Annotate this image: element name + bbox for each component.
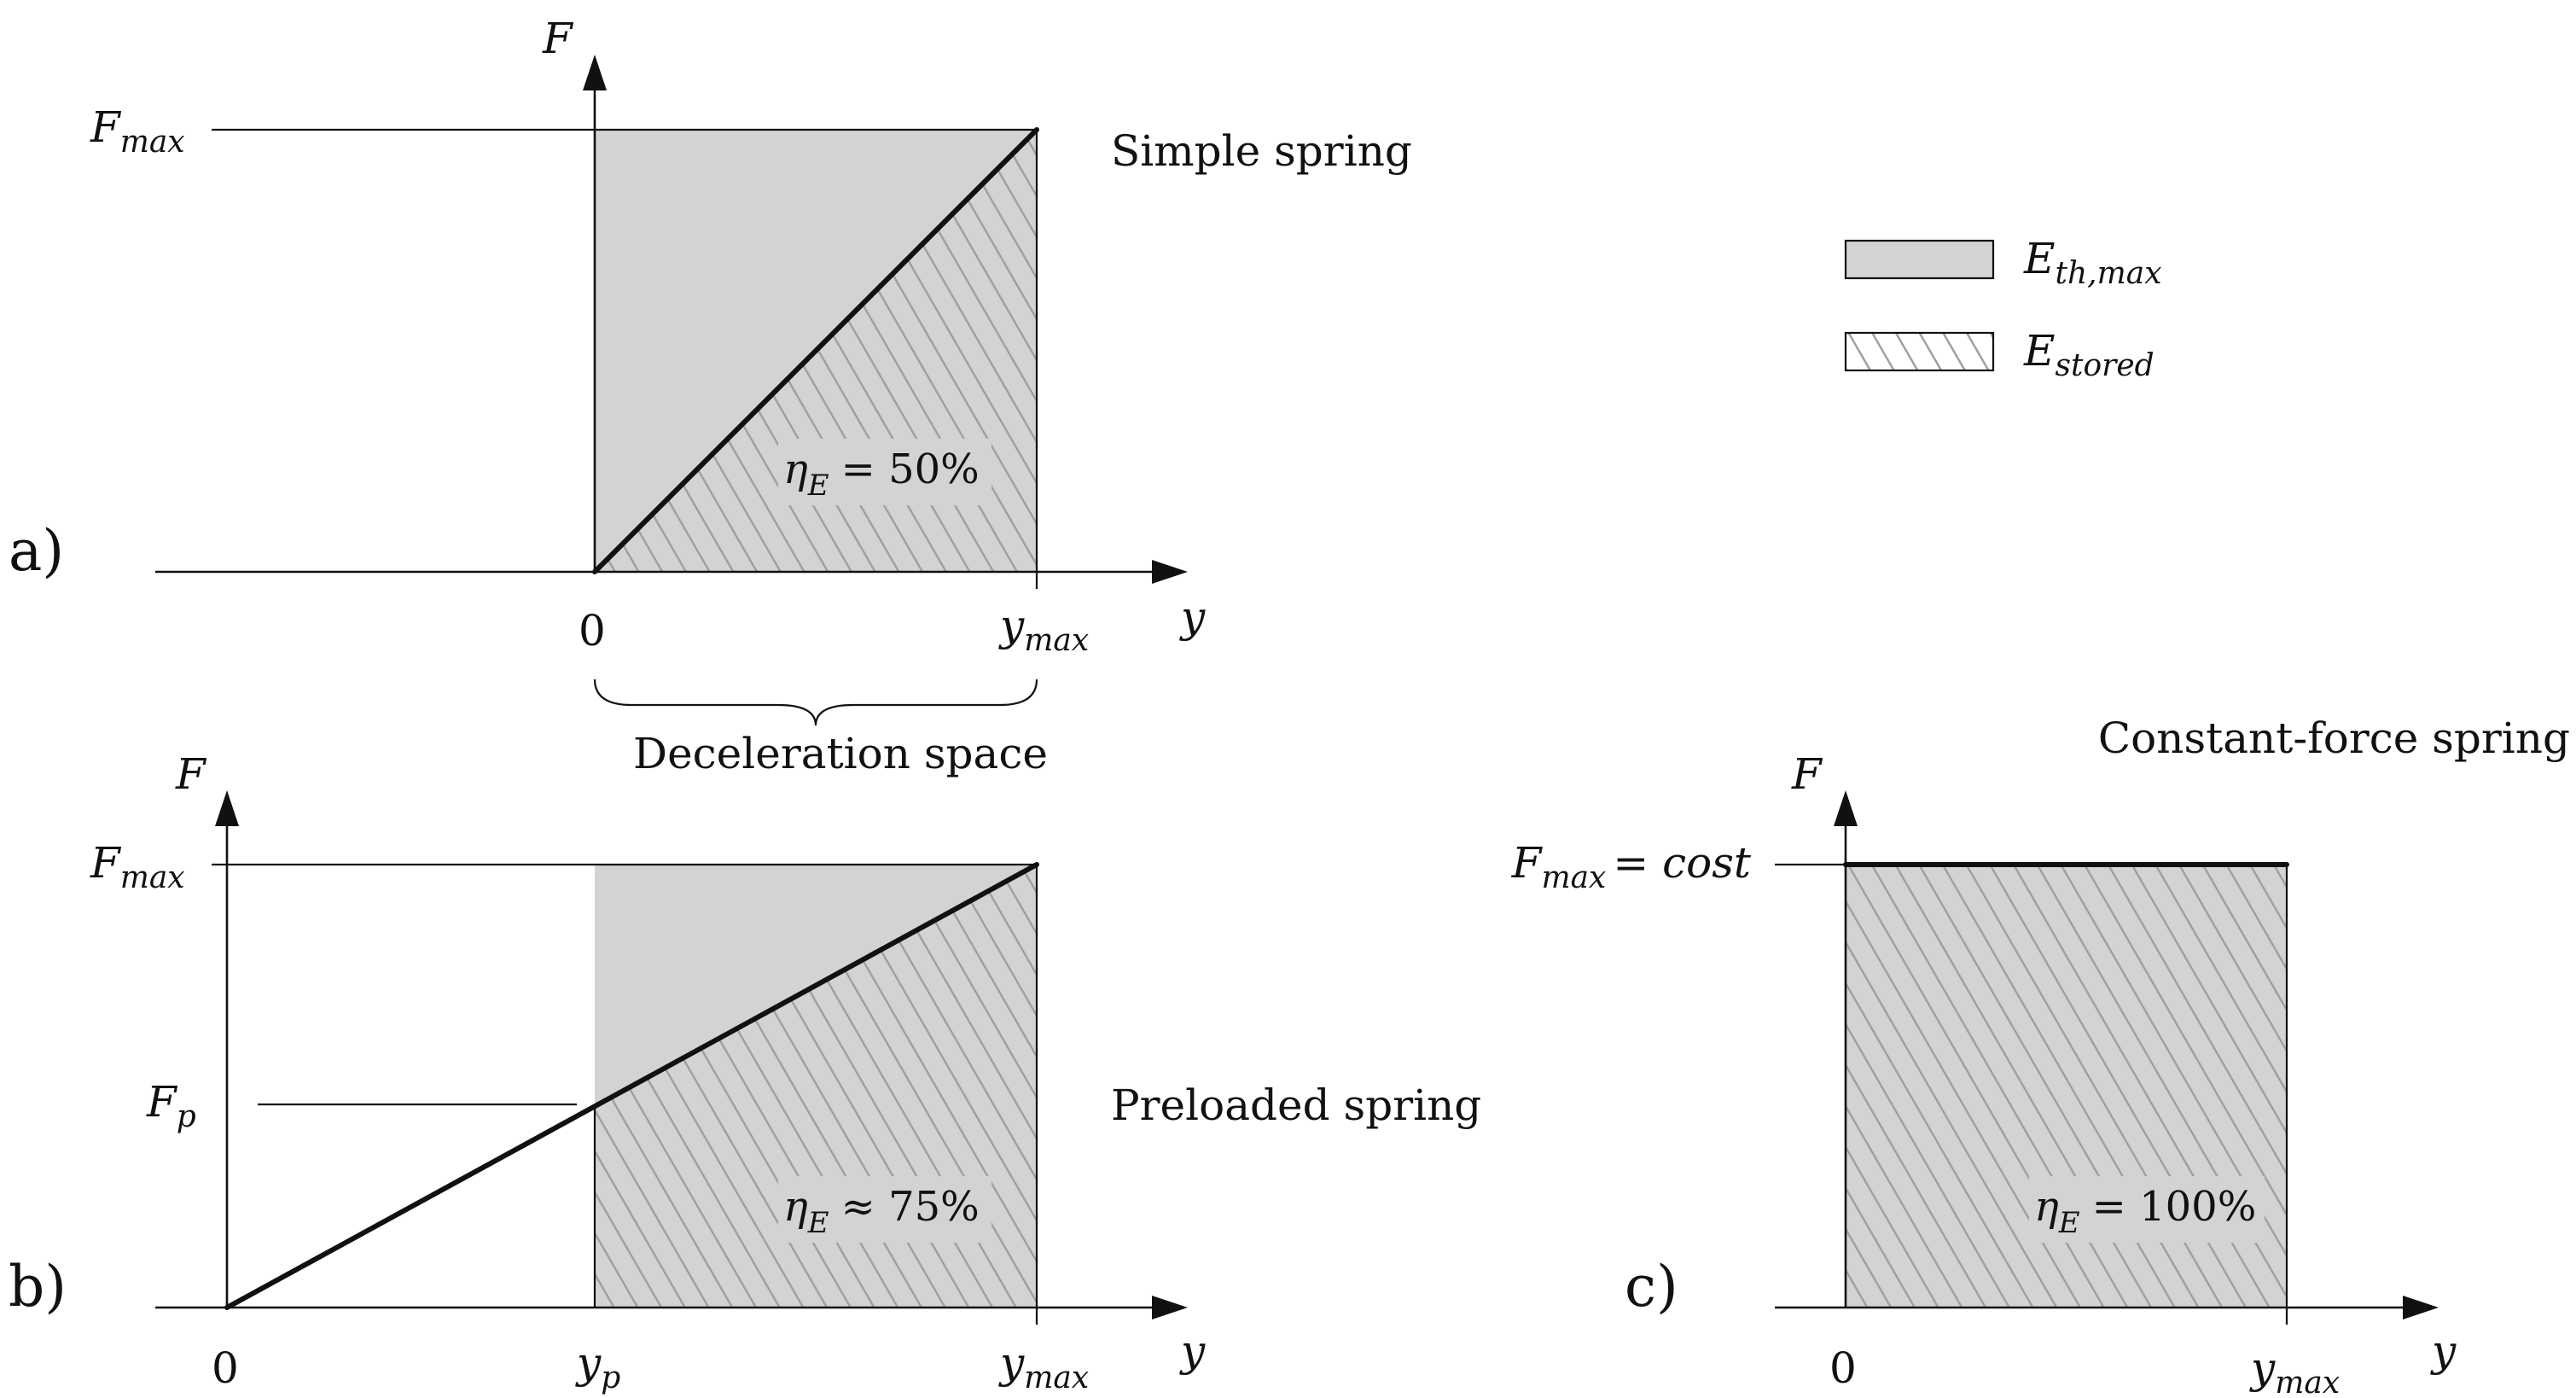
legend: Eth,max Estored [1844, 234, 2162, 383]
panel-c-zero-label: 0 [1829, 1343, 1857, 1393]
panel-c-fmax-label: Fmax= cost [1511, 838, 1752, 895]
panel-b-x-arrow [1152, 1296, 1188, 1319]
legend-theoretical-label: Eth,max [2023, 234, 2162, 291]
panel-b-tag: b) [9, 1254, 67, 1319]
panel-b-x-axis-label: y [1179, 1326, 1206, 1376]
legend-stored-swatch [1844, 331, 1995, 372]
panel-a-y-arrow [583, 55, 607, 90]
panel-c-tag: c) [1625, 1254, 1678, 1319]
panel-b-efficiency: ηE≈ 75% [783, 1183, 980, 1240]
panel-a-efficiency-bg [778, 439, 991, 505]
panel-c-x-arrow [2403, 1296, 2439, 1319]
panel-b-ymax-label: ymax [998, 1338, 1089, 1395]
panel-b-force-curve [224, 862, 1039, 1310]
panel-a-zero-label: 0 [579, 606, 606, 655]
deceleration-space-label: Deceleration space [633, 729, 1048, 778]
panel-b-y-arrow [215, 790, 239, 826]
deceleration-brace [593, 679, 1038, 726]
panel-b: ηE≈ 75% F Fmax Fp Preloaded spring b) y … [9, 749, 1481, 1395]
panel-b-efficiency-bg [778, 1176, 991, 1243]
panel-a-x-arrow [1152, 560, 1188, 584]
panel-a-x-axis-label: y [1179, 592, 1206, 642]
panel-b-fmax-label: Fmax [90, 838, 185, 895]
panel-b-fp-label: Fp [146, 1077, 196, 1134]
panel-b-y-axis-label: F [175, 749, 207, 799]
panel-c-title: Constant-force spring [2098, 714, 2570, 763]
panel-b-title: Preloaded spring [1111, 1081, 1481, 1130]
panel-a-fmax-label: Fmax [90, 102, 185, 160]
legend-theoretical-swatch [1844, 239, 1995, 280]
panel-a-ymax-label: ymax [998, 601, 1089, 658]
panel-a-tag: a) [9, 518, 64, 584]
panel-c-efficiency: ηE= 100% [2034, 1183, 2256, 1240]
panel-b-yp-label: yp [575, 1338, 620, 1395]
panel-c-y-axis-label: F [1791, 749, 1823, 799]
panel-a-efficiency: ηE= 50% [783, 446, 980, 503]
panel-a-y-axis-label: F [542, 14, 574, 63]
panel-a: ηE= 50% F Fmax Simple spring a) y 0 ymax… [9, 14, 1412, 778]
panel-c-x-axis-label: y [2430, 1326, 2457, 1376]
panel-c-y-arrow [1834, 790, 1858, 826]
panel-a-force-curve [592, 127, 1039, 574]
panel-c: ηE= 100% F Fmax= cost Constant-force spr… [1511, 714, 2570, 1398]
panel-b-zero-label: 0 [212, 1343, 239, 1393]
legend-stored-label: Estored [2023, 326, 2154, 383]
panel-a-title: Simple spring [1111, 126, 1412, 176]
panel-c-efficiency-bg [2029, 1176, 2265, 1243]
panel-c-ymax-label: ymax [2249, 1343, 2340, 1398]
